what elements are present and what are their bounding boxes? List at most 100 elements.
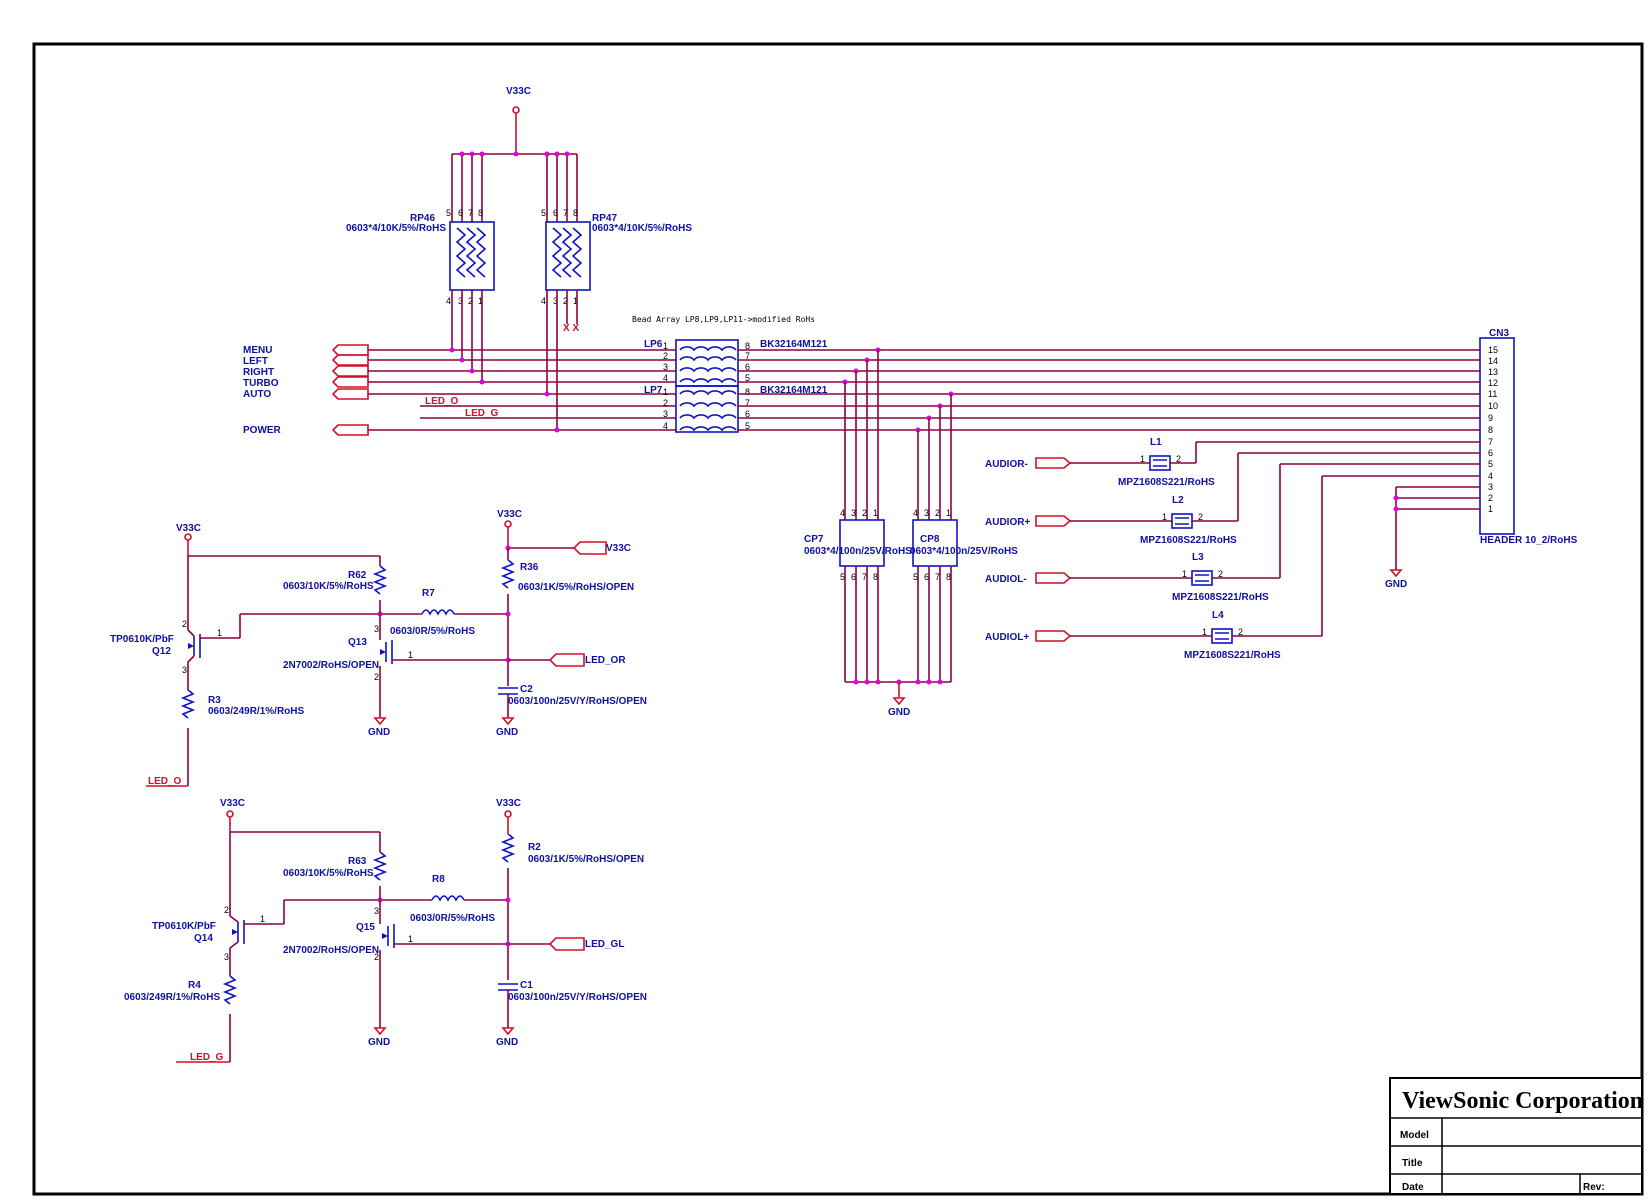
- q13-ref: Q13: [348, 637, 367, 648]
- date-label: Date: [1402, 1182, 1424, 1193]
- svg-text:1: 1: [217, 628, 222, 638]
- r8-value: 0603/0R/5%/RoHS: [410, 913, 495, 924]
- svg-text:6: 6: [1488, 448, 1493, 458]
- r7-ref: R7: [422, 588, 435, 599]
- rp47-ref: RP47: [592, 213, 617, 224]
- port-label-led-or: LED_OR: [585, 655, 626, 666]
- title-label: Title: [1402, 1158, 1423, 1169]
- no-connect-marks: X X: [563, 323, 579, 334]
- svg-text:5: 5: [1488, 459, 1493, 469]
- svg-text:2: 2: [663, 398, 668, 408]
- c2-value: 0603/100n/25V/Y/RoHS/OPEN: [508, 696, 647, 707]
- q14-value: TP0610K/PbF: [152, 921, 216, 932]
- r4-ref: R4: [188, 980, 201, 991]
- svg-text:1: 1: [1162, 512, 1167, 522]
- port-v33c-r36: [572, 541, 607, 555]
- r8-body: [431, 895, 465, 902]
- title-block: ViewSonic Corporation Model Title Date R…: [1389, 1077, 1643, 1195]
- svg-text:2: 2: [374, 952, 379, 962]
- port-audiol-minus: [1035, 572, 1072, 584]
- svg-text:5: 5: [840, 572, 845, 582]
- svg-text:3: 3: [182, 665, 187, 675]
- port-turbo: [331, 376, 369, 388]
- lp6-ref: LP6: [644, 339, 663, 350]
- led-g-driver: V33C 213 TP0610K/PbF Q14 LED_G R4 0603/2…: [124, 798, 647, 1063]
- r62-body: [372, 565, 388, 595]
- r62-ref: R62: [348, 570, 367, 581]
- port-led-gl: [548, 937, 585, 951]
- svg-text:5: 5: [446, 208, 451, 218]
- rp46-ref: RP46: [410, 213, 435, 224]
- svg-text:1: 1: [1202, 627, 1207, 637]
- svg-text:13: 13: [1488, 367, 1498, 377]
- r36-body: [500, 559, 516, 589]
- q14-ref: Q14: [194, 933, 213, 944]
- q12-transistor: 213: [182, 619, 240, 675]
- svg-text:7: 7: [468, 208, 473, 218]
- svg-text:6: 6: [851, 572, 856, 582]
- c1-ref: C1: [520, 980, 533, 991]
- sheet-border: [32, 42, 1644, 1196]
- svg-text:15: 15: [1488, 345, 1498, 355]
- svg-text:11: 11: [1488, 389, 1497, 399]
- svg-text:8: 8: [478, 208, 483, 218]
- l1-body: [1149, 455, 1171, 471]
- svg-text:4: 4: [913, 508, 918, 518]
- port-label-auto: AUTO: [243, 389, 271, 400]
- cn3-value: HEADER 10_2/RoHS: [1480, 535, 1578, 546]
- model-label: Model: [1400, 1130, 1429, 1141]
- port-label-audiol-plus: AUDIOL+: [985, 632, 1029, 643]
- svg-text:2: 2: [1238, 627, 1243, 637]
- svg-text:8: 8: [745, 341, 750, 351]
- rev-label: Rev:: [1583, 1182, 1605, 1193]
- svg-text:3: 3: [1488, 482, 1493, 492]
- q15-transistor: 312: [374, 906, 508, 962]
- svg-text:4: 4: [1488, 471, 1493, 481]
- svg-text:6: 6: [745, 409, 750, 419]
- svg-text:4: 4: [840, 508, 845, 518]
- svg-text:3: 3: [924, 508, 929, 518]
- q13-transistor: 312: [374, 624, 508, 682]
- svg-text:2: 2: [468, 296, 473, 306]
- l1-value: MPZ1608S221/RoHS: [1118, 477, 1215, 488]
- r36-value: 0603/1K/5%/RoHS/OPEN: [518, 582, 634, 593]
- gnd-label-c1: GND: [496, 1037, 518, 1048]
- svg-text:10: 10: [1488, 401, 1498, 411]
- l2-ref: L2: [1172, 495, 1184, 506]
- svg-text:2: 2: [1218, 569, 1223, 579]
- button-ports: MENU LEFT RIGHT TURBO AUTO POWER LED_O L…: [243, 344, 499, 436]
- svg-text:6: 6: [924, 572, 929, 582]
- svg-text:1: 1: [663, 341, 668, 351]
- port-auto: [331, 388, 369, 400]
- port-right: [331, 365, 369, 377]
- svg-text:1: 1: [1182, 569, 1187, 579]
- svg-text:4: 4: [446, 296, 451, 306]
- svg-text:5: 5: [913, 572, 918, 582]
- svg-text:1: 1: [573, 296, 578, 306]
- lp7-ref: LP7: [644, 385, 663, 396]
- svg-text:3: 3: [851, 508, 856, 518]
- svg-text:7: 7: [745, 398, 750, 408]
- port-label-led-gl: LED_GL: [585, 939, 624, 950]
- gnd-label-q13: GND: [368, 727, 390, 738]
- svg-text:8: 8: [1488, 425, 1493, 435]
- svg-text:1: 1: [478, 296, 483, 306]
- port-label-audior-plus: AUDIOR+: [985, 517, 1030, 528]
- svg-text:8: 8: [573, 208, 578, 218]
- l2-value: MPZ1608S221/RoHS: [1140, 535, 1237, 546]
- header-bus-wires: [738, 347, 1480, 433]
- svg-text:3: 3: [663, 362, 668, 372]
- input-wires: [368, 347, 676, 433]
- port-label-v33c-r36: V33C: [606, 543, 631, 554]
- svg-text:1: 1: [1140, 454, 1145, 464]
- r8-ref: R8: [432, 874, 445, 885]
- bead-arrays: Bead Array LP8,LP9,LP11->modified RoHs L…: [632, 315, 828, 433]
- l3-value: MPZ1608S221/RoHS: [1172, 592, 1269, 603]
- port-label-audior-minus: AUDIOR-: [985, 459, 1028, 470]
- v33c-top-symbol: [512, 106, 520, 114]
- rp46-value: 0603*4/10K/5%/RoHS: [346, 223, 446, 234]
- net-label-led-g: LED_G: [465, 408, 499, 419]
- cp7-value: 0603*4/100n/25V/RoHS: [804, 546, 912, 557]
